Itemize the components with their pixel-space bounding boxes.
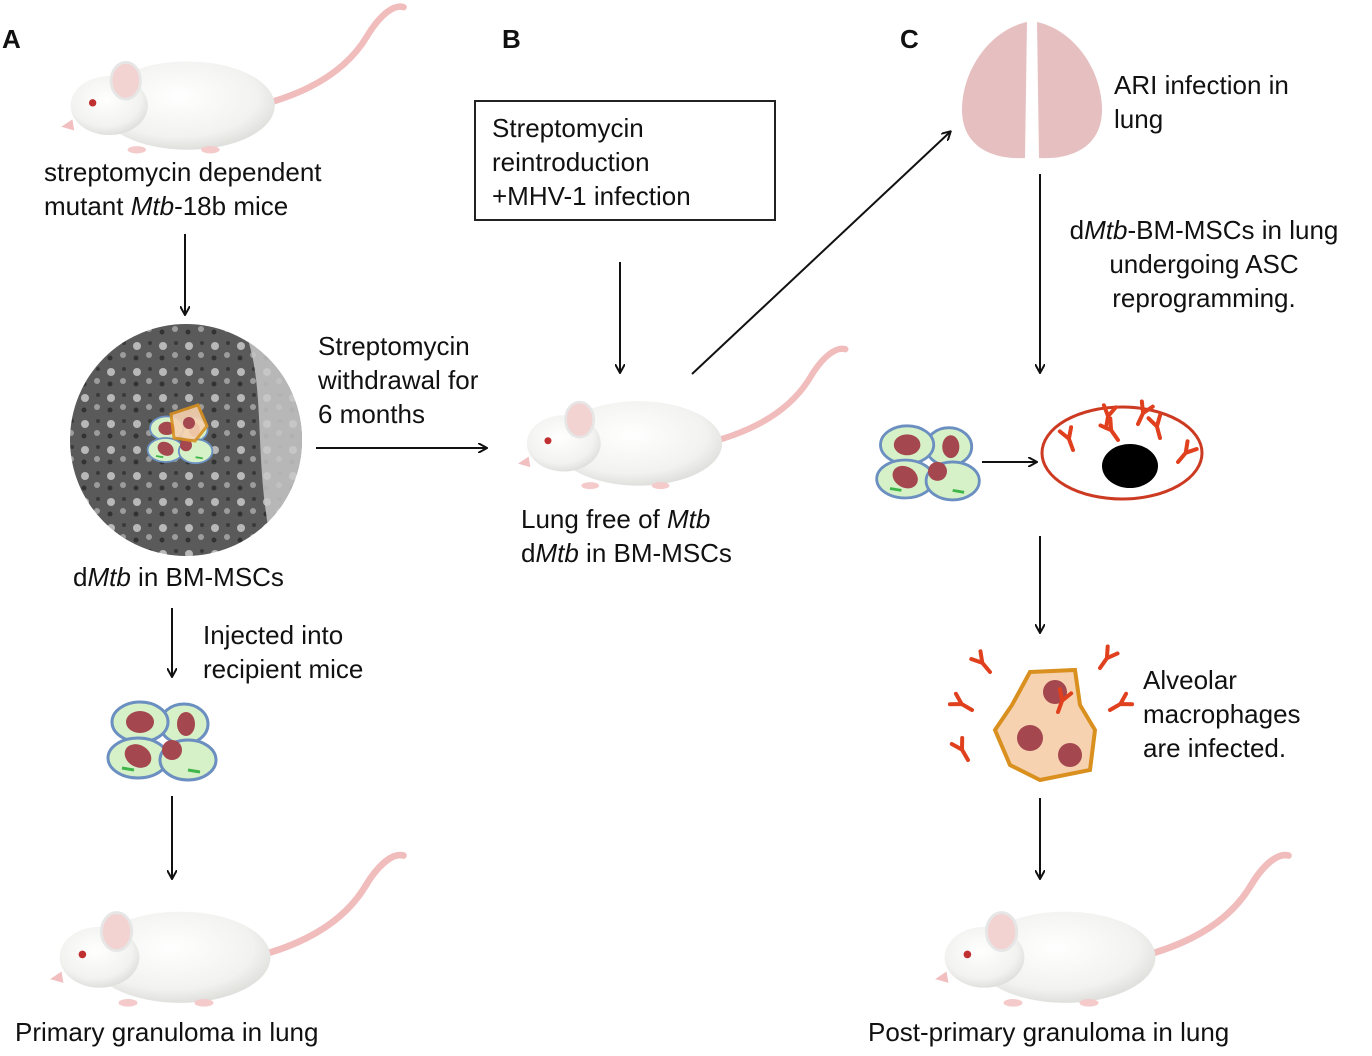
- reprogramming-line2: undergoing ASC: [1109, 249, 1299, 279]
- withdrawal-line2: withdrawal for: [318, 365, 479, 395]
- reprogramming-label: dMtb-BM-MSCs in lung undergoing ASC repr…: [1052, 213, 1356, 315]
- text-part: d: [521, 538, 536, 568]
- donor-mouse-image: [61, 7, 403, 154]
- donor-mice-label: streptomycin dependent mutant Mtb-18b mi…: [44, 155, 322, 223]
- text-italic: Mtb: [1084, 215, 1128, 245]
- treatment-line1: Streptomycin: [492, 113, 644, 143]
- panel-label-c: C: [900, 24, 919, 54]
- infected-cells-in-tissue: [146, 403, 214, 465]
- injected-line1: Injected into: [203, 620, 344, 650]
- lung-free-label: Lung free of Mtb dMtb in BM-MSCs: [521, 502, 732, 570]
- injected-label: Injected into recipient mice: [203, 618, 363, 686]
- ari-line2: lung: [1114, 104, 1164, 134]
- treated-mouse-image: [518, 349, 845, 489]
- lung-free-line1: Lung free of Mtb: [521, 502, 732, 536]
- post-primary-granuloma-label: Post-primary granuloma in lung: [868, 1017, 1230, 1047]
- alveolar-line2: macrophages: [1143, 699, 1301, 729]
- reprogramming-line3: reprogramming.: [1112, 283, 1296, 313]
- treatment-line3: +MHV-1 infection: [492, 181, 691, 211]
- treatment-box-text: Streptomycin reintroduction +MHV-1 infec…: [492, 111, 691, 213]
- donor-mice-line1: streptomycin dependent: [44, 157, 322, 187]
- alveolar-line3: are infected.: [1143, 733, 1287, 763]
- arrow-b-to-c: [691, 132, 950, 375]
- lung-free-line2: dMtb in BM-MSCs: [521, 536, 732, 570]
- alveolar-label: Alveolar macrophages are infected.: [1143, 663, 1301, 765]
- text-italic: Mtb: [87, 562, 131, 592]
- treatment-line2: reintroduction: [492, 147, 650, 177]
- donor-mice-line2: mutant Mtb-18b mice: [44, 189, 322, 223]
- recipient-mouse-image: [50, 855, 403, 1007]
- ari-infection-label: ARI infection in lung: [1114, 68, 1289, 136]
- injected-line2: recipient mice: [203, 654, 364, 684]
- primary-granuloma-label: Primary granuloma in lung: [15, 1017, 319, 1047]
- text-part: -BM-MSCs in lung: [1127, 215, 1339, 245]
- reprogramming-line1: dMtb-BM-MSCs in lung: [1052, 213, 1356, 247]
- withdrawal-label: Streptomycin withdrawal for 6 months: [318, 329, 478, 431]
- text-part: mutant: [44, 191, 131, 221]
- text-part: -18b mice: [174, 191, 289, 221]
- dmtb-bm-mscs-label: dMtb in BM-MSCs: [73, 560, 284, 594]
- alveolar-line1: Alveolar: [1143, 665, 1237, 695]
- reprogramming-cells: [875, 424, 981, 502]
- alveolar-macrophages-icon: [947, 644, 1135, 783]
- text-part: d: [73, 562, 88, 592]
- lungs-icon: [962, 22, 1102, 159]
- text-part: Lung free of: [521, 504, 667, 534]
- treatment-box: [474, 100, 776, 221]
- post-primary-mouse-image: [935, 855, 1288, 1007]
- text-italic: Mtb: [535, 538, 579, 568]
- asc-cell-icon: [1040, 399, 1204, 501]
- text-part: in BM-MSCs: [130, 562, 284, 592]
- panel-label-a: A: [2, 24, 21, 54]
- text-italic: Mtb: [130, 191, 175, 221]
- text-italic: Mtb: [667, 504, 711, 534]
- panel-label-b: B: [502, 24, 521, 54]
- text-part: in BM-MSCs: [578, 538, 732, 568]
- withdrawal-line3: 6 months: [318, 399, 425, 429]
- withdrawal-line1: Streptomycin: [318, 331, 470, 361]
- text-part: d: [1069, 215, 1085, 245]
- ari-line1: ARI infection in: [1114, 70, 1289, 100]
- injected-cells: [106, 700, 218, 782]
